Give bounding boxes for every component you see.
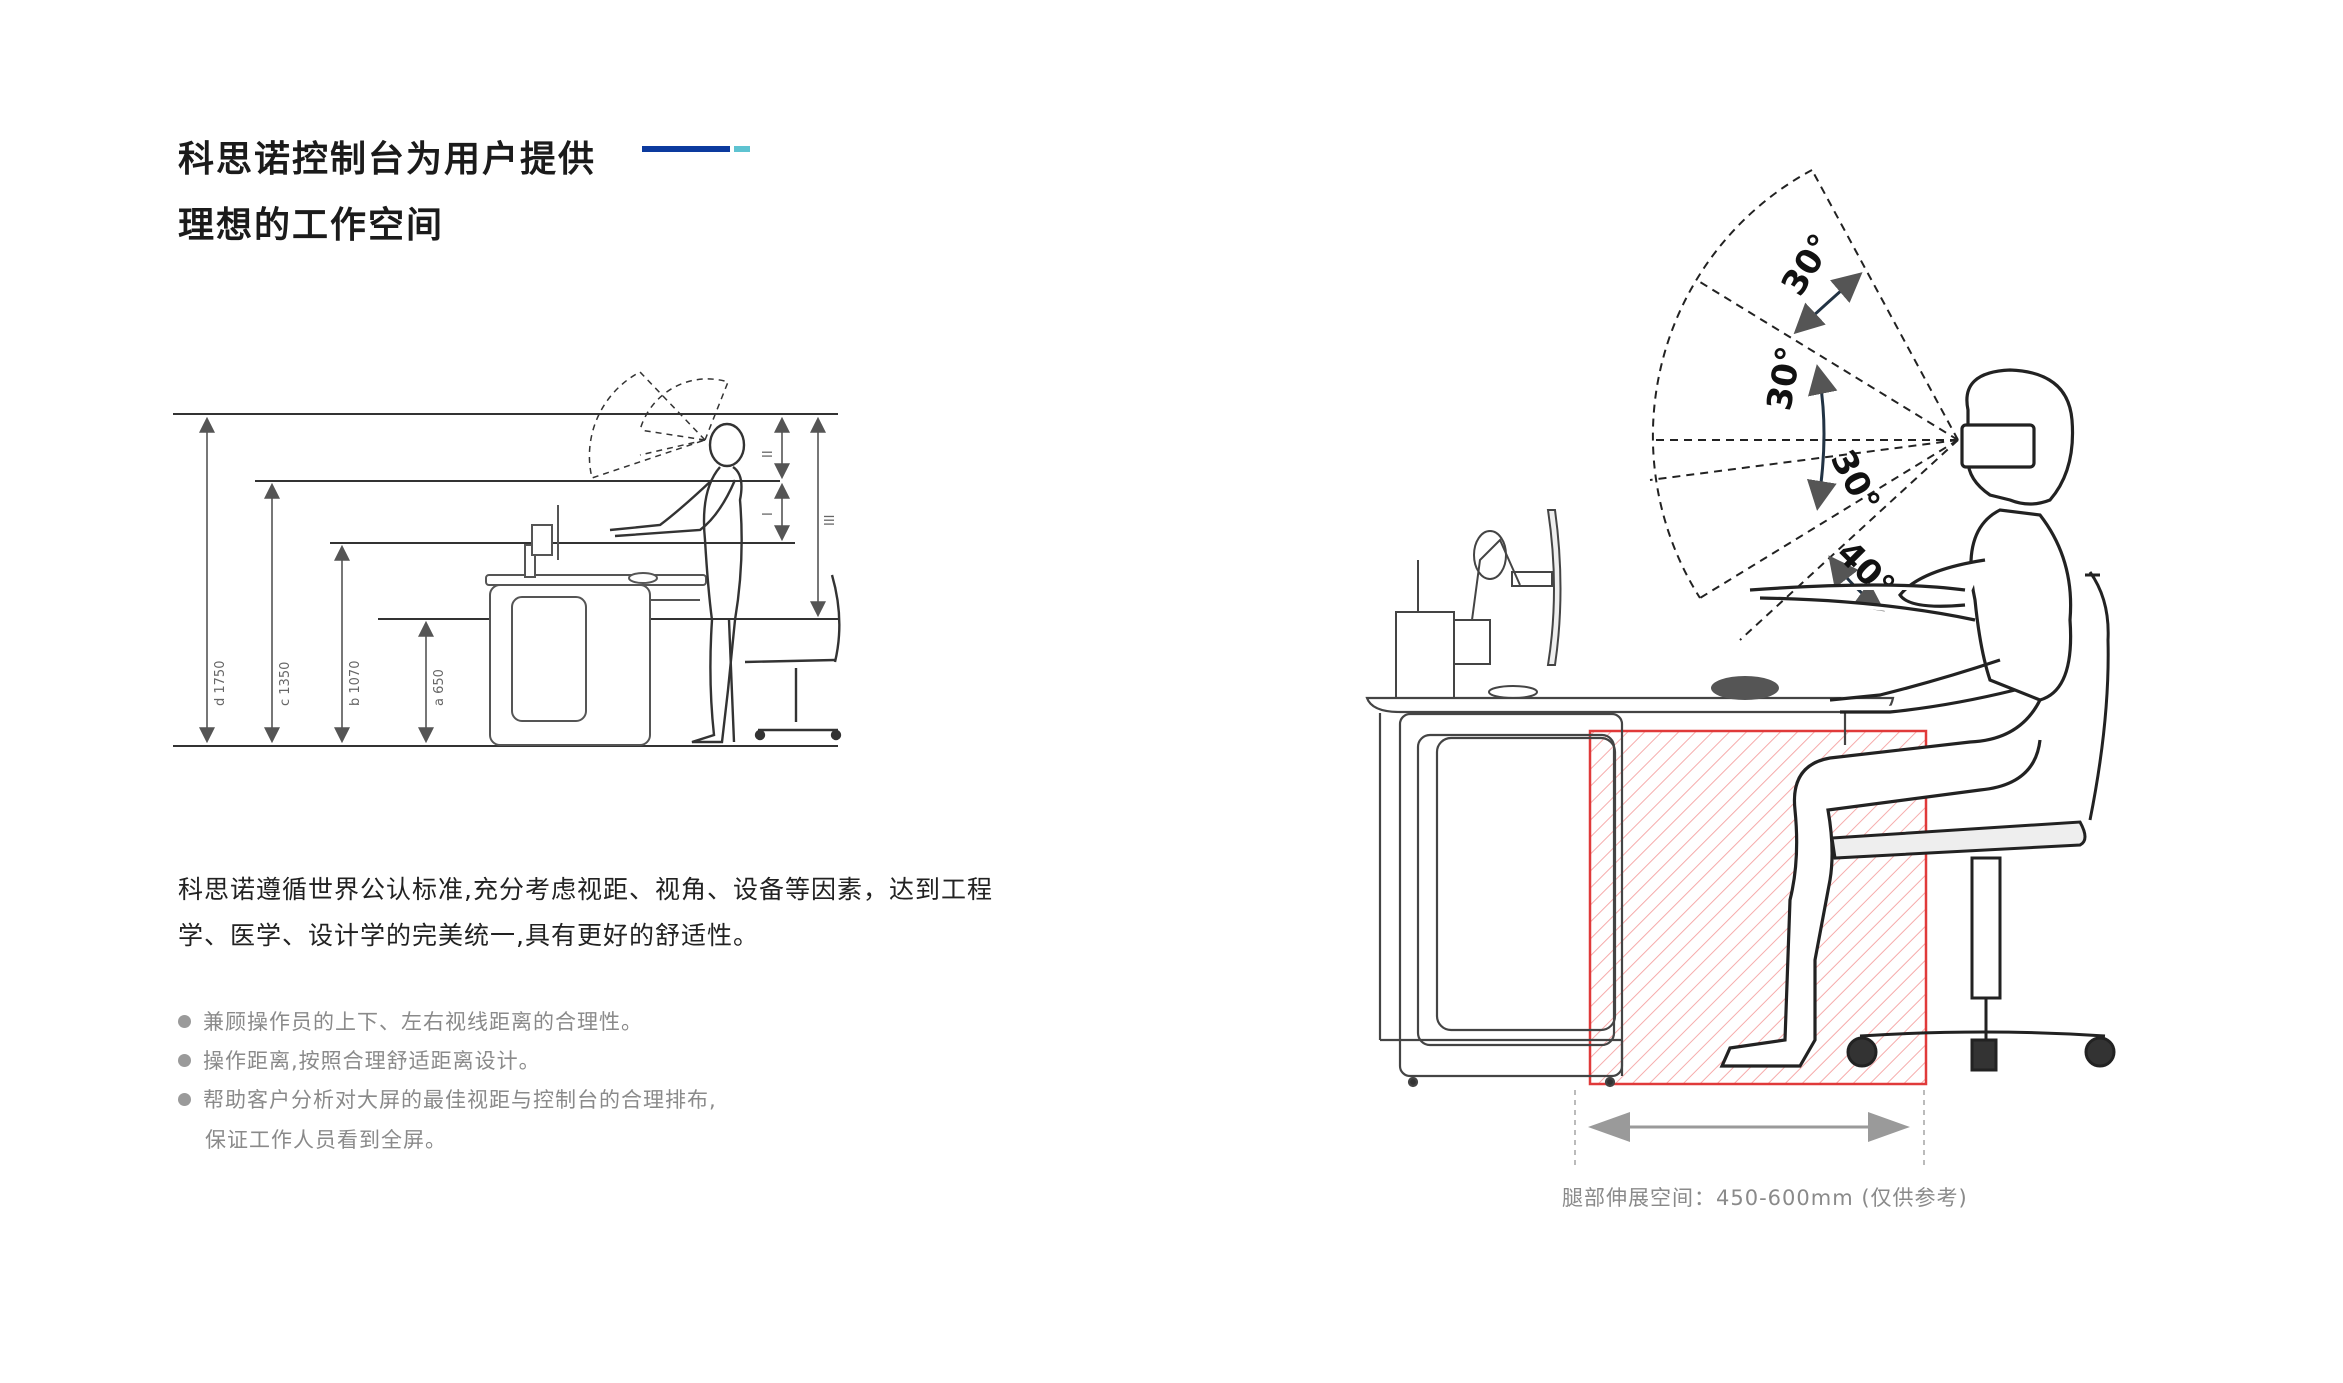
office-chair (1830, 571, 2116, 1072)
title-accent-bar-light (734, 146, 750, 152)
page-title-line-2: 理想的工作空间 (178, 205, 445, 246)
small-console-desk (485, 505, 707, 746)
title-accent-bar-dark (642, 146, 730, 152)
legroom-caption: 腿部伸展空间：450-600mm (仅供参考) (1562, 1186, 1968, 1210)
bullet-item-2: 操作距离,按照合理舒适距离设计。 (178, 1045, 541, 1075)
bullet-dot-icon (178, 1014, 191, 1028)
height-label-a: a 650 (432, 669, 447, 706)
bullet-text-3: 帮助客户分析对大屏的最佳视距与控制台的合理排布, (203, 1088, 717, 1112)
small-chair (744, 574, 842, 741)
bullet-text-2: 操作距离,按照合理舒适距离设计。 (203, 1049, 541, 1073)
page-title-line-1: 科思诺控制台为用户提供 (178, 139, 597, 180)
description-line-2: 学、医学、设计学的完美统一,具有更好的舒适性。 (178, 921, 759, 950)
angle-label-top: 30° (1774, 227, 1842, 303)
angle-label-bottom: 40° (1829, 533, 1903, 607)
angle-label-lower: 30° (1822, 443, 1888, 519)
standing-operator-figure (609, 422, 746, 744)
zone-label-ii: II (761, 450, 776, 458)
seated-operator-figure (1719, 368, 2075, 1068)
bullet-item-1: 兼顾操作员的上下、左右视线距离的合理性。 (178, 1006, 643, 1036)
height-label-c: c 1350 (278, 662, 293, 706)
bullet-dot-icon (178, 1053, 191, 1067)
description-line-1: 科思诺遵循世界公认标准,充分考虑视距、视角、设备等因素，达到工程 (178, 875, 993, 904)
viewing-angle-fan (1649, 169, 1959, 641)
legroom-zone (1588, 729, 1928, 1086)
zone-label-i: I (761, 512, 776, 516)
console-desk (1365, 696, 1895, 1088)
zone-label-iii: III (823, 514, 838, 526)
height-label-b: b 1070 (348, 661, 363, 706)
height-reference-lines (173, 413, 838, 747)
bullet-text-1: 兼顾操作员的上下、左右视线距离的合理性。 (203, 1010, 643, 1034)
angle-label-upper: 30° (1759, 343, 1810, 413)
monitor-on-arm (1395, 509, 1562, 699)
bullet-item-3-continued: 保证工作人员看到全屏。 (205, 1128, 447, 1152)
height-label-d: d 1750 (213, 661, 228, 706)
mouse-icon (1711, 676, 1779, 700)
bullet-dot-icon (178, 1092, 191, 1106)
bullet-item-3: 帮助客户分析对大屏的最佳视距与控制台的合理排布, (178, 1084, 717, 1114)
